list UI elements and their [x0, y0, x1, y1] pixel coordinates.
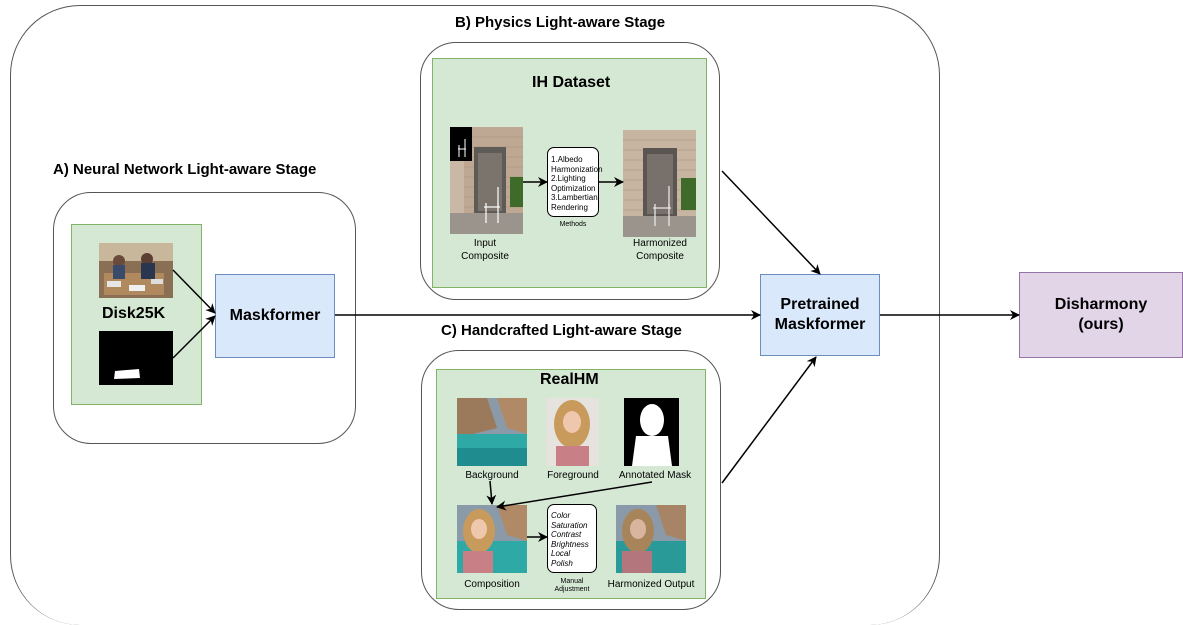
- method-line: Optimization: [551, 183, 596, 193]
- input-composite-label: Input Composite: [461, 238, 509, 262]
- annotated-mask-image: [624, 398, 679, 466]
- arrow-mask-to-composition: [496, 481, 653, 511]
- background-label: Background: [465, 470, 519, 481]
- arrow-background-to-composition: [486, 480, 497, 505]
- composition-image: [457, 505, 527, 573]
- input-composite-image: [450, 127, 523, 234]
- harmonized-output-image: [616, 505, 686, 573]
- arrow-stagec-to-pretrained: [721, 356, 817, 484]
- stage-a-title: A) Neural Network Light-aware Stage: [53, 161, 317, 178]
- realhm-title: RealHM: [540, 371, 599, 388]
- stage-c-title: C) Handcrafted Light-aware Stage: [441, 322, 682, 339]
- disk25k-title: Disk25K: [102, 305, 166, 322]
- methods-caption: Methods: [559, 221, 587, 228]
- annotated-mask-label: Annotated Mask: [618, 470, 692, 481]
- disk25k-mask: [99, 331, 173, 385]
- background-image: [457, 398, 527, 466]
- harmonized-output-label: Harmonized Output: [607, 579, 695, 590]
- arrow-photo-to-maskformer: [172, 269, 216, 314]
- disk25k-photo: [99, 243, 173, 298]
- method-line: 3.Lambertian: [551, 193, 598, 202]
- harmonized-composite-image: [623, 130, 696, 237]
- method-line: Rendering: [551, 202, 588, 212]
- adjustment-caption: Manual Adjustment: [554, 578, 590, 593]
- stage-b-title: B) Physics Light-aware Stage: [455, 14, 666, 31]
- adjustment-line: Contrast: [551, 530, 582, 539]
- adjustment-line: Brightness: [551, 539, 589, 549]
- adjustment-box: Color Saturation Contrast Brightness Loc…: [547, 504, 597, 573]
- harmonized-composite-label: Harmonized Composite: [633, 238, 687, 262]
- foreground-label: Foreground: [547, 470, 599, 481]
- ih-dataset-title: IH Dataset: [532, 74, 611, 91]
- method-line: 1.Albedo: [551, 155, 583, 164]
- adjustment-line: Saturation: [551, 520, 588, 530]
- method-line: 2.Lighting: [551, 174, 586, 183]
- method-line: Harmonization: [551, 164, 603, 174]
- foreground-image: [546, 398, 599, 466]
- composition-label: Composition: [464, 579, 520, 590]
- pretrained-maskformer-node: Pretrained Maskformer: [760, 274, 880, 356]
- adjustment-line: Color: [551, 511, 571, 520]
- adjustment-line: Local Polish: [551, 549, 573, 568]
- methods-box: 1.Albedo Harmonization 2.Lighting Optimi…: [547, 147, 603, 217]
- maskformer-node: Maskformer: [215, 274, 335, 358]
- arrow-stageb-to-pretrained: [721, 170, 821, 275]
- arrow-mask-to-maskformer: [172, 315, 216, 359]
